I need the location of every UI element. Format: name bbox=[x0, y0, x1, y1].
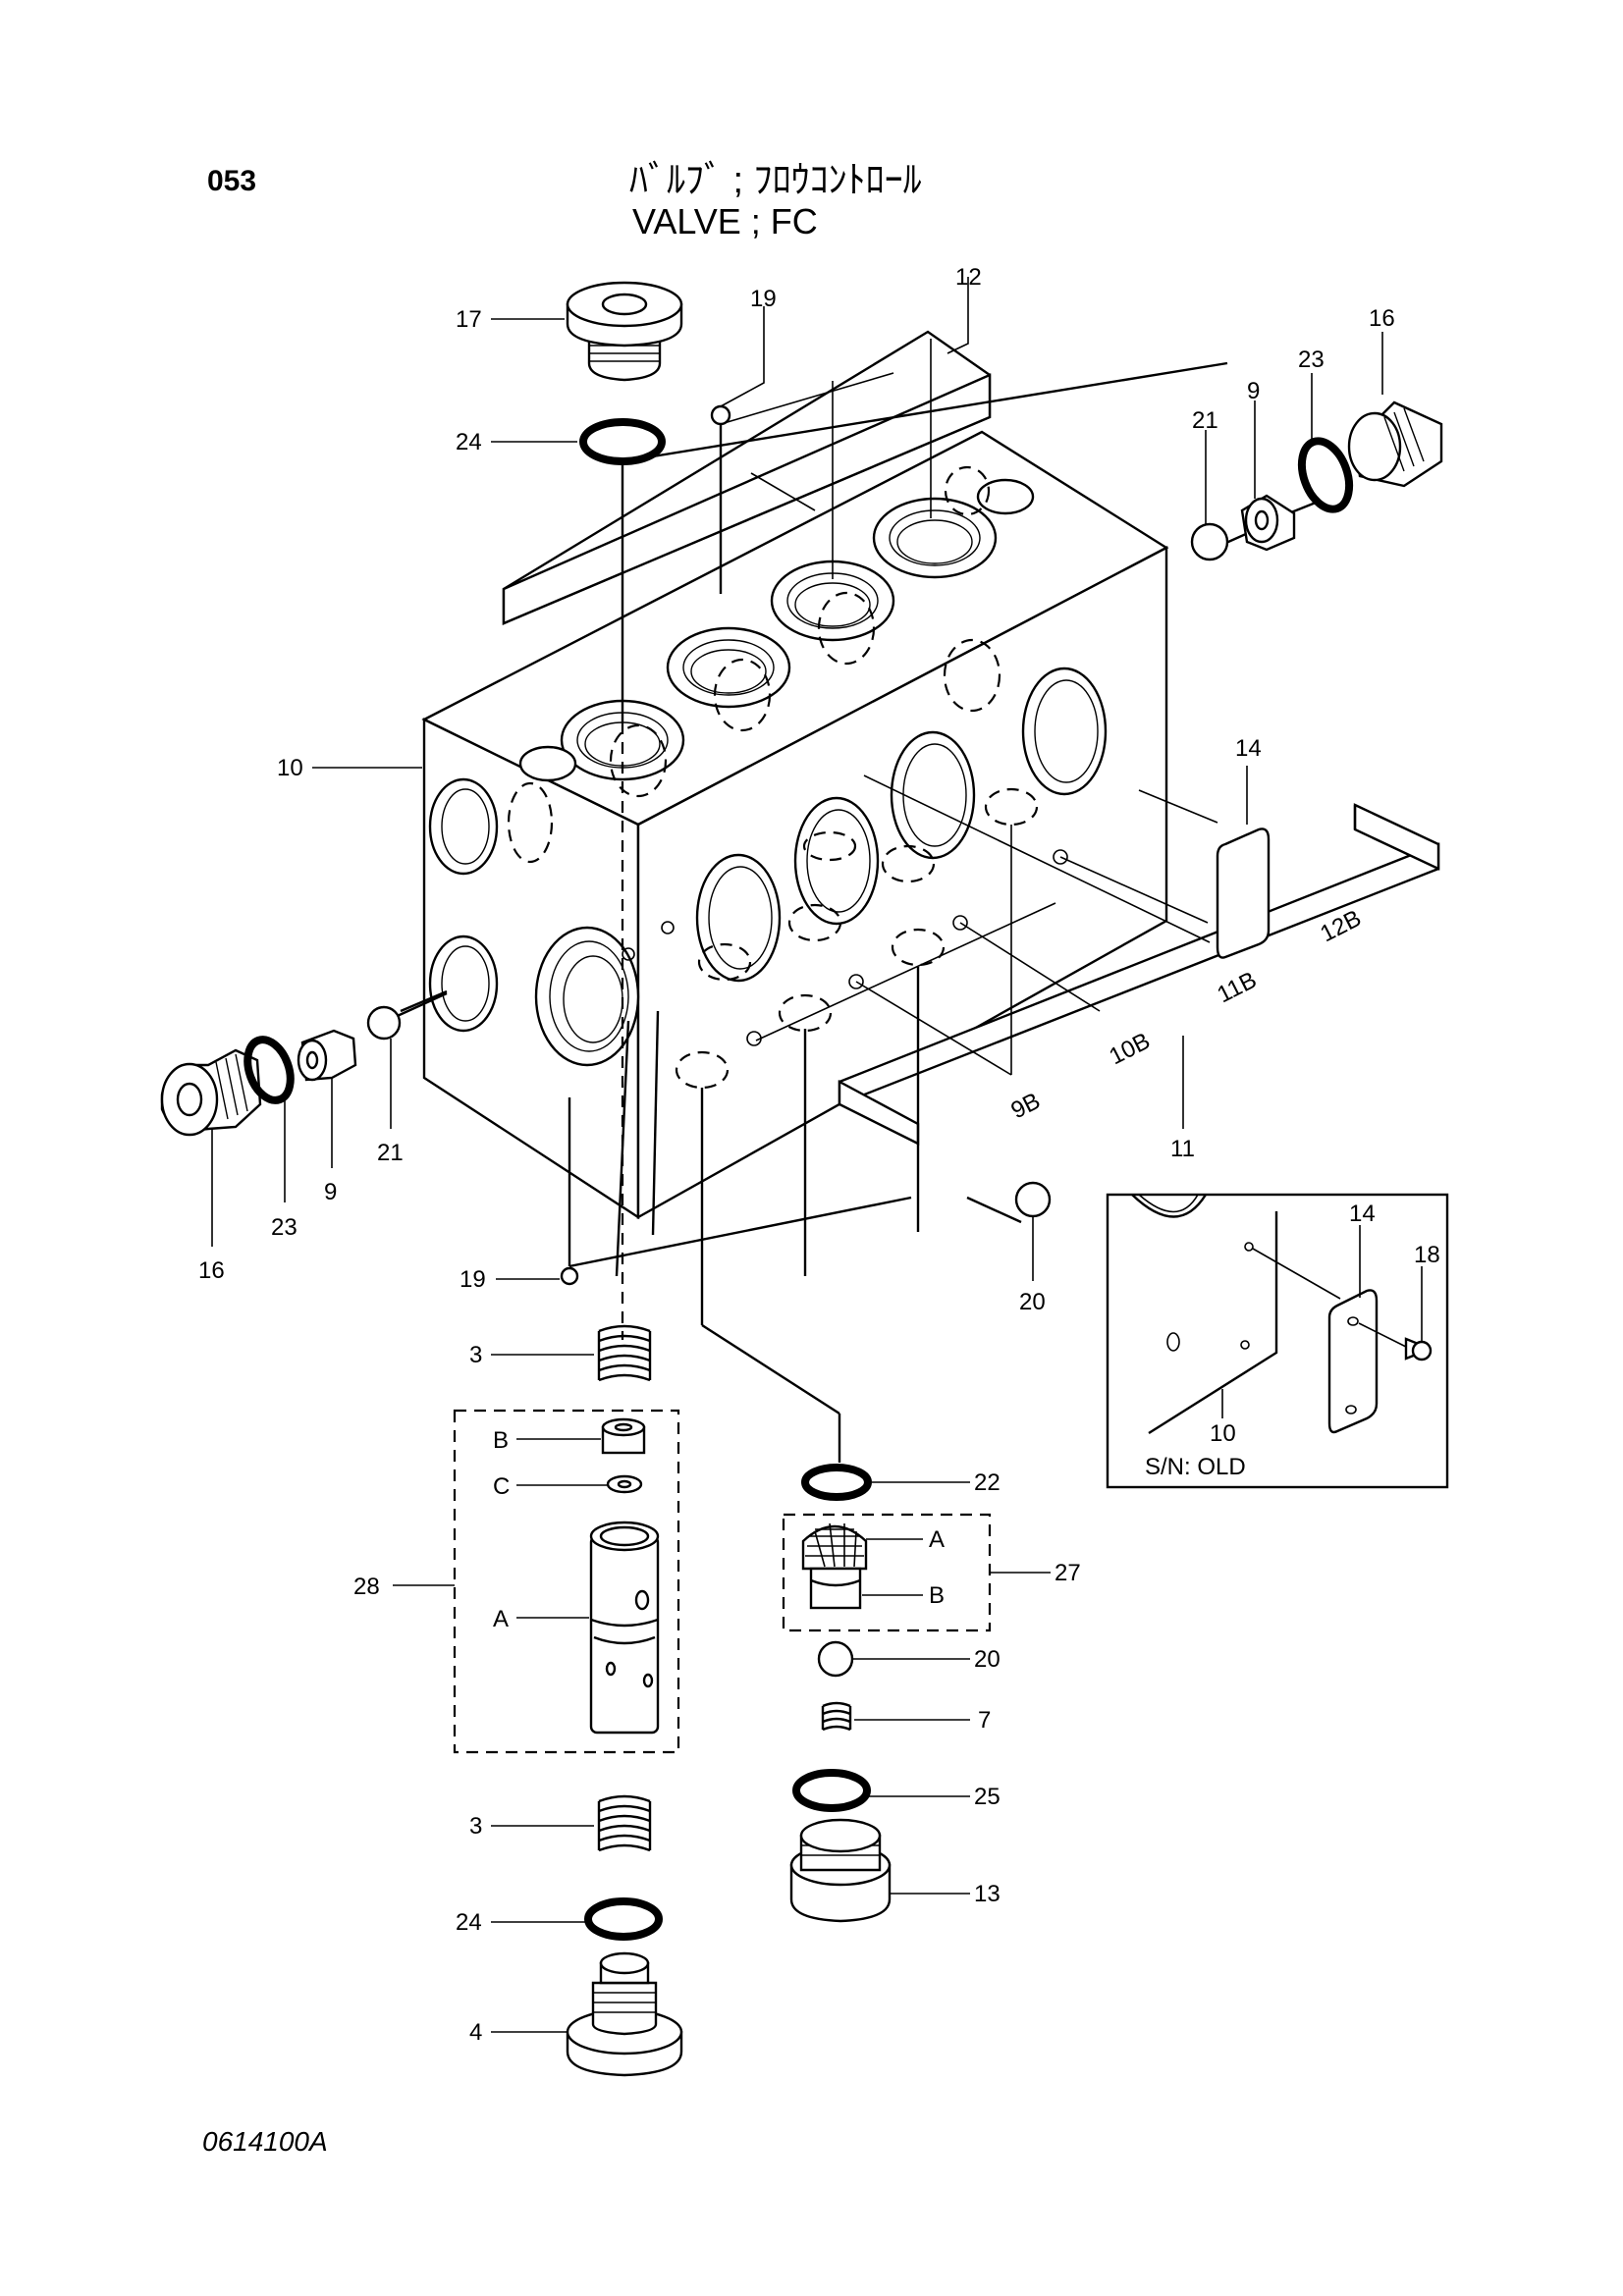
label-11b: 11B bbox=[1213, 967, 1261, 1009]
plug-16-right bbox=[1347, 400, 1443, 488]
drawing-code: 0614100A bbox=[202, 2126, 328, 2157]
gasket-12 bbox=[502, 330, 992, 625]
label-25: 25 bbox=[974, 1784, 1001, 1810]
label-20-bottom: 20 bbox=[974, 1646, 1001, 1673]
valve-body-10 bbox=[421, 430, 1169, 1220]
label-a-left: A bbox=[493, 1606, 509, 1632]
inset-label-18: 18 bbox=[1414, 1242, 1440, 1268]
part-28-b bbox=[601, 1417, 646, 1455]
label-19-bottom: 19 bbox=[460, 1266, 486, 1293]
spring-3-bottom bbox=[597, 1794, 652, 1852]
ball-21-left bbox=[366, 1005, 402, 1041]
inset-label-10: 10 bbox=[1210, 1420, 1236, 1447]
label-b-left: B bbox=[493, 1427, 509, 1454]
assembly-lines bbox=[390, 339, 1322, 1463]
assembly-28-box bbox=[453, 1409, 680, 1754]
spring-7 bbox=[821, 1701, 852, 1732]
plug-9-right bbox=[1240, 494, 1296, 552]
label-13: 13 bbox=[974, 1881, 1001, 1907]
label-14: 14 bbox=[1235, 735, 1262, 762]
label-3-bottom: 3 bbox=[469, 1813, 482, 1840]
part-27-b bbox=[809, 1567, 862, 1610]
spring-3-top bbox=[597, 1324, 652, 1382]
part-28-c bbox=[606, 1474, 643, 1494]
label-12: 12 bbox=[955, 264, 982, 291]
ball-21-right bbox=[1190, 522, 1229, 561]
inset-caption: S/N: OLD bbox=[1145, 1454, 1246, 1480]
label-24-top: 24 bbox=[456, 429, 482, 455]
ball-20-top bbox=[1014, 1181, 1052, 1218]
callout-labels: 17 19 12 24 21 9 23 16 10 14 11 16 23 9 … bbox=[198, 264, 1395, 2046]
callout-leaders bbox=[211, 277, 1383, 2033]
o-ring-24-top bbox=[579, 418, 666, 465]
label-21-right: 21 bbox=[1192, 407, 1218, 434]
label-22: 22 bbox=[974, 1469, 1001, 1496]
label-c-left: C bbox=[493, 1473, 510, 1500]
inset-label-14: 14 bbox=[1349, 1201, 1376, 1227]
label-23-right: 23 bbox=[1298, 347, 1325, 373]
label-27: 27 bbox=[1055, 1560, 1081, 1586]
label-9-right: 9 bbox=[1247, 378, 1260, 404]
label-a-right: A bbox=[929, 1526, 945, 1553]
label-3-top: 3 bbox=[469, 1342, 482, 1368]
o-ring-23-right bbox=[1297, 437, 1354, 513]
o-ring-24-bottom bbox=[584, 1897, 663, 1941]
title-english: VALVE ; FC bbox=[632, 201, 818, 241]
label-21-left: 21 bbox=[377, 1140, 404, 1166]
plug-16-left bbox=[160, 1048, 262, 1137]
label-28: 28 bbox=[353, 1574, 380, 1600]
plate-14 bbox=[1216, 828, 1271, 959]
plug-9-left bbox=[297, 1029, 357, 1082]
plug-17 bbox=[566, 281, 683, 382]
label-b-right: B bbox=[929, 1582, 945, 1609]
label-16-left: 16 bbox=[198, 1257, 225, 1284]
part-28-a bbox=[589, 1521, 660, 1735]
plug-13 bbox=[789, 1818, 892, 1923]
inset-sn-old: 14 18 10 S/N: OLD bbox=[1106, 1193, 1449, 1489]
label-17: 17 bbox=[456, 306, 482, 333]
label-23-left: 23 bbox=[271, 1214, 298, 1241]
label-9-left: 9 bbox=[324, 1179, 337, 1205]
label-9b: 9B bbox=[1006, 1088, 1044, 1124]
o-ring-22 bbox=[801, 1464, 872, 1501]
label-10: 10 bbox=[277, 755, 303, 781]
ball-19-bottom bbox=[560, 1266, 579, 1286]
label-20-top: 20 bbox=[1019, 1289, 1046, 1315]
label-24-bottom: 24 bbox=[456, 1909, 482, 1936]
label-19-top: 19 bbox=[750, 286, 777, 312]
ball-19-top bbox=[710, 404, 731, 426]
label-7: 7 bbox=[978, 1707, 991, 1734]
label-10b: 10B bbox=[1105, 1028, 1154, 1070]
label-11: 11 bbox=[1170, 1136, 1195, 1162]
o-ring-23-left bbox=[243, 1036, 295, 1104]
page-number: 053 bbox=[207, 165, 257, 197]
title-japanese: ﾊﾞﾙﾌﾞ ; ﾌﾛｳｺﾝﾄﾛｰﾙ bbox=[629, 160, 922, 201]
plug-4 bbox=[566, 1951, 683, 2077]
label-16-right: 16 bbox=[1369, 305, 1395, 332]
label-4: 4 bbox=[469, 2019, 482, 2046]
part-27-a bbox=[801, 1522, 868, 1571]
o-ring-25 bbox=[792, 1769, 871, 1812]
ball-20-bottom bbox=[817, 1640, 854, 1678]
